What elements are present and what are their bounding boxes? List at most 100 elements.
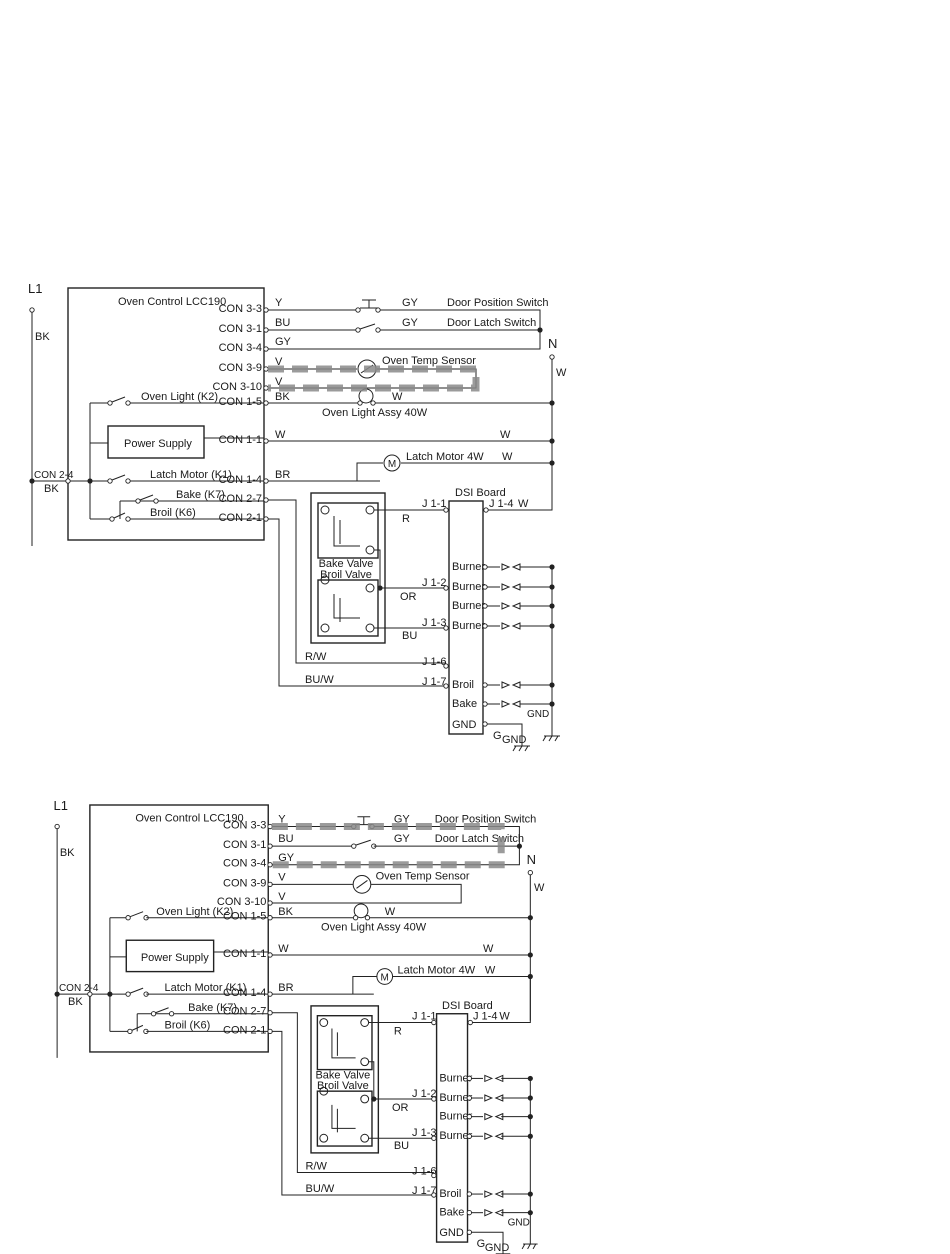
- pin: [267, 900, 273, 906]
- valve-terminal: [320, 575, 330, 585]
- dsi-output-label: Burner: [452, 620, 485, 632]
- oven-light-relay-label: Oven Light (K2): [156, 906, 233, 918]
- connector-label: CON 2-1: [219, 512, 262, 524]
- connector-label: CON 3-9: [223, 877, 266, 889]
- pin: [352, 915, 359, 921]
- gnd-label: GND: [508, 1217, 530, 1228]
- wire-color: R/W: [306, 1161, 328, 1173]
- wire-color: Y: [275, 297, 283, 309]
- wire: [333, 516, 360, 547]
- pin: [482, 721, 488, 727]
- wire: [352, 976, 377, 995]
- pin: [168, 1011, 175, 1017]
- dsi-output-label: Burner: [439, 1072, 472, 1084]
- pin: [431, 1096, 437, 1102]
- connector-label: J 1-6: [412, 1165, 436, 1177]
- pin: [466, 1229, 472, 1235]
- burner-electrode-icon: [501, 700, 511, 708]
- pin: [355, 307, 361, 313]
- con-2-4-color: BK: [68, 996, 83, 1008]
- latch-motor-icon: [376, 968, 394, 985]
- burner-electrode-icon: [484, 1094, 494, 1102]
- temp-sensor-icon: [352, 875, 372, 894]
- highlight-path: [271, 823, 505, 869]
- wire-color: BR: [275, 469, 290, 481]
- valve-terminal: [365, 623, 375, 633]
- wire-color: V: [275, 356, 283, 368]
- wire: [518, 745, 523, 752]
- wire-color: GY: [402, 297, 419, 309]
- g-label: G: [477, 1238, 486, 1250]
- latch-motor-relay-label: Latch Motor (K1): [150, 469, 232, 481]
- dsi-output-label: Bake: [452, 698, 477, 710]
- oven-temp-sensor-label: Oven Temp Sensor: [382, 355, 476, 367]
- pin: [370, 400, 376, 406]
- pin: [467, 1019, 473, 1026]
- junction-dot: [54, 991, 60, 997]
- broil-valve-label: Broil Valve: [320, 569, 372, 581]
- latch-motor-icon: [383, 454, 401, 472]
- oven-control-box: [67, 287, 265, 541]
- wire-color: BU/W: [305, 674, 334, 686]
- dsi-output-label: Burner: [452, 561, 485, 573]
- oven-control-box: [89, 804, 269, 1053]
- pin: [267, 881, 273, 888]
- switch-blade: [111, 396, 126, 403]
- dsi-output-label: Burner: [452, 581, 485, 593]
- burner-electrode-icon: [484, 1132, 494, 1140]
- bake-valve-label: Bake Valve: [319, 558, 374, 570]
- connector-label: J 1-4: [473, 1011, 497, 1023]
- wire: [487, 723, 523, 746]
- pin: [482, 584, 488, 590]
- pin: [443, 585, 449, 591]
- door-latch-switch-label: Door Latch Switch: [435, 833, 524, 845]
- pin: [263, 478, 269, 484]
- neutral-label: N: [548, 336, 557, 351]
- connector-label: CON 3-10: [217, 896, 267, 908]
- switch-blade: [129, 911, 144, 918]
- switch-blade: [355, 839, 371, 846]
- wire-color: GY: [402, 317, 419, 329]
- pin: [267, 862, 273, 868]
- con-2-4-color: BK: [44, 483, 59, 495]
- valve-terminal: [320, 505, 330, 515]
- pin: [263, 307, 269, 313]
- power-supply-box: [125, 939, 215, 973]
- pin: [431, 1172, 437, 1179]
- wire-color: OR: [400, 591, 417, 603]
- bake-relay-label: Bake (K7): [176, 489, 225, 501]
- wire-color: BU/W: [306, 1183, 335, 1195]
- switch-blade: [113, 512, 126, 519]
- wire: [331, 1028, 356, 1059]
- connector-label: J 1-6: [422, 656, 446, 668]
- connector-label: CON 2-7: [219, 493, 262, 505]
- gnd-label: GND: [527, 709, 549, 720]
- wire-color: V: [275, 376, 283, 388]
- door-position-switch-label: Door Position Switch: [447, 297, 549, 309]
- burner-electrode-icon: [484, 1112, 494, 1121]
- pin: [482, 564, 488, 570]
- connector-label: CON 1-1: [223, 948, 266, 960]
- switch-blade: [359, 323, 376, 330]
- burner-electrode-icon: [501, 602, 511, 610]
- pin: [107, 478, 113, 484]
- connector-label: CON 1-4: [219, 474, 262, 486]
- pin: [263, 497, 269, 503]
- broil-relay-label: Broil (K6): [165, 1019, 211, 1031]
- oven-light-assy-label: Oven Light Assy 40W: [322, 407, 428, 419]
- neutral-wire-color: W: [534, 882, 545, 894]
- pin: [443, 663, 449, 669]
- pin: [466, 1113, 472, 1120]
- neutral-label: N: [527, 852, 536, 867]
- connector-label: J 1-2: [422, 577, 446, 589]
- connector-label: CON 3-1: [223, 839, 266, 851]
- pin: [431, 1019, 437, 1026]
- dsi-gnd-label: GND: [439, 1227, 464, 1239]
- pin: [482, 682, 488, 688]
- wire-color: W: [392, 391, 403, 403]
- l1-label: L1: [28, 281, 42, 296]
- pin: [267, 991, 273, 997]
- junction-dot: [527, 952, 533, 958]
- wire-color: V: [278, 871, 286, 883]
- pin: [127, 1028, 133, 1035]
